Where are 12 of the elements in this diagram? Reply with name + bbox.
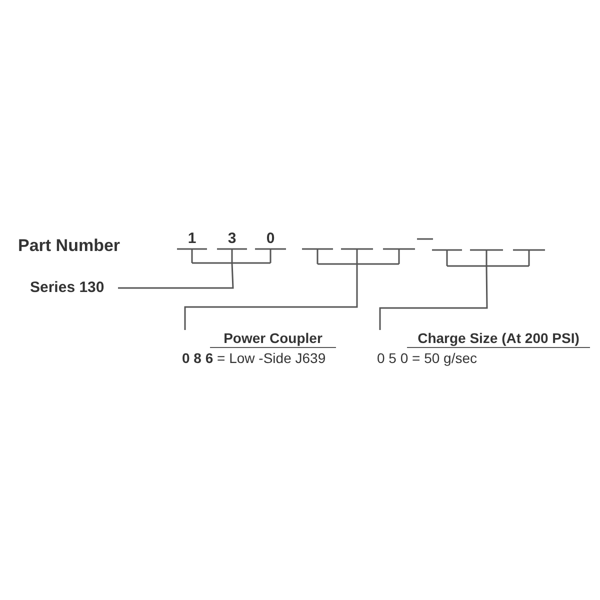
part-number-digit: 0: [265, 230, 276, 247]
leader-line: [118, 262, 234, 289]
part-number-digit: 3: [226, 230, 238, 247]
field-heading: Charge Size (At 200 PSI): [407, 330, 590, 348]
field-heading: Power Coupler: [210, 330, 336, 348]
series-label: Series 130: [30, 278, 112, 298]
diagram-heading: Part Number: [18, 236, 120, 256]
part-number-digit: 1: [186, 230, 198, 247]
leader-line: [184, 264, 358, 330]
code-definition: 0 5 0 = 50 g/sec: [377, 350, 478, 367]
leader-line: [379, 266, 488, 330]
code-definition: 0 8 6 = Low -Side J639: [182, 350, 326, 367]
